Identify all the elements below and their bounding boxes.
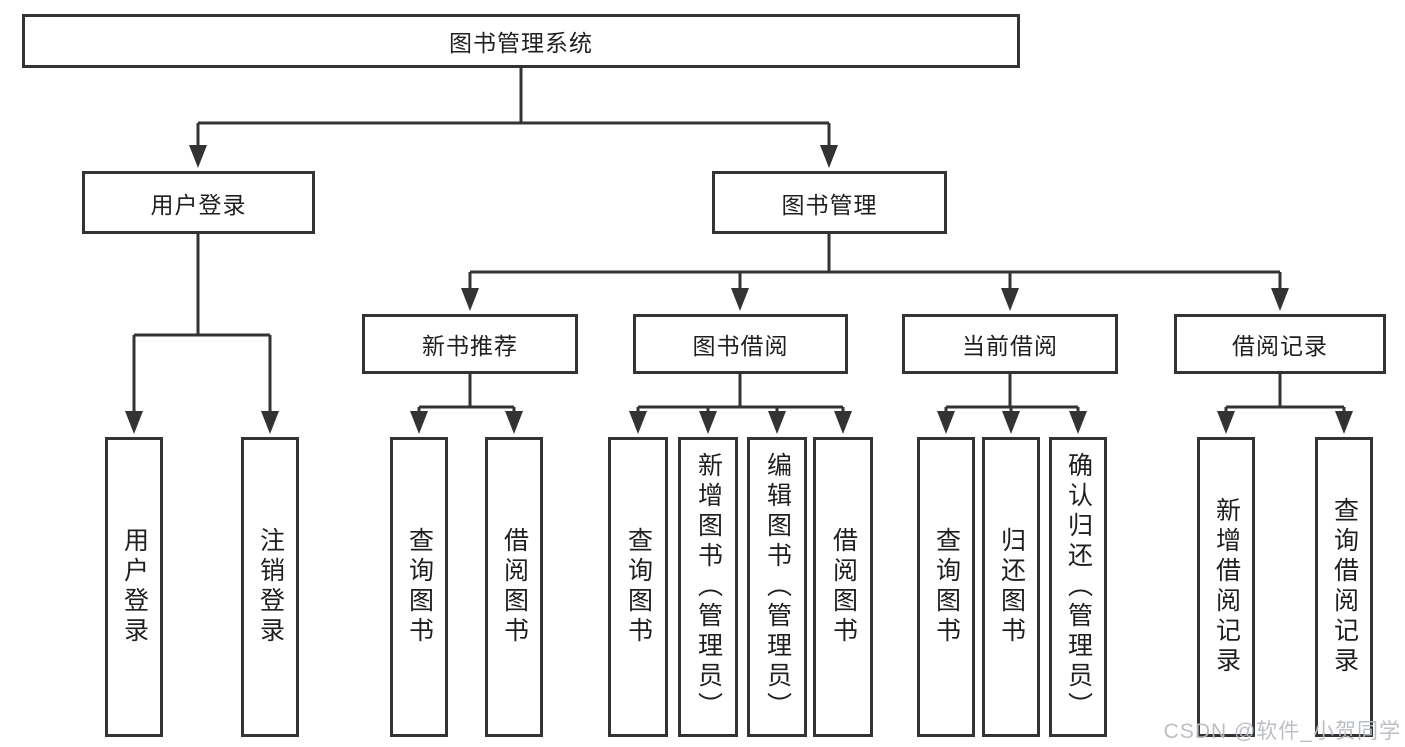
leaf-query-borrow-record: 查询借阅记录 (1315, 437, 1373, 737)
node-book-management: 图书管理 (712, 171, 947, 234)
node-borrowing-records: 借阅记录 (1174, 314, 1386, 374)
leaf-confirm-return-admin: 确认归还（管理员） (1049, 437, 1107, 737)
leaf-user-login-label: 用户登录 (120, 527, 149, 647)
node-book-borrowing: 图书借阅 (633, 314, 848, 374)
leaf-add-borrow-record: 新增借阅记录 (1197, 437, 1255, 737)
watermark: CSDN @软件_小贺同学 (1163, 720, 1401, 743)
leaf-query-books-recommend: 查询图书 (390, 437, 448, 737)
leaf-logout-login-label: 注销登录 (256, 527, 285, 647)
leaf-user-login: 用户登录 (105, 437, 163, 737)
leaf-query-books-recommend-label: 查询图书 (405, 527, 434, 647)
leaf-edit-books-admin-label: 编辑图书（管理员） (763, 452, 792, 722)
leaf-confirm-return-admin-label: 确认归还（管理员） (1064, 452, 1093, 722)
leaf-borrow-books-recommend: 借阅图书 (485, 437, 543, 737)
leaf-return-books-label: 归还图书 (997, 527, 1026, 647)
leaf-query-books-borrow: 查询图书 (608, 437, 668, 737)
node-library-management-system: 图书管理系统 (22, 14, 1020, 68)
leaf-add-books-admin-label: 新增图书（管理员） (694, 452, 723, 722)
leaf-borrow-books: 借阅图书 (813, 437, 873, 737)
leaf-query-books-current-label: 查询图书 (932, 527, 961, 647)
leaf-logout-login: 注销登录 (241, 437, 299, 737)
leaf-add-books-admin: 新增图书（管理员） (678, 437, 738, 737)
leaf-query-borrow-record-label: 查询借阅记录 (1330, 497, 1359, 677)
leaf-return-books: 归还图书 (982, 437, 1040, 737)
leaf-edit-books-admin: 编辑图书（管理员） (747, 437, 807, 737)
node-new-book-recommendation: 新书推荐 (362, 314, 578, 374)
leaf-query-books-current: 查询图书 (917, 437, 975, 737)
leaf-query-books-borrow-label: 查询图书 (624, 527, 653, 647)
leaf-borrow-books-recommend-label: 借阅图书 (500, 527, 529, 647)
leaf-add-borrow-record-label: 新增借阅记录 (1212, 497, 1241, 677)
leaf-borrow-books-label: 借阅图书 (829, 527, 858, 647)
node-user-login: 用户登录 (82, 171, 315, 234)
node-current-borrowing: 当前借阅 (902, 314, 1118, 374)
